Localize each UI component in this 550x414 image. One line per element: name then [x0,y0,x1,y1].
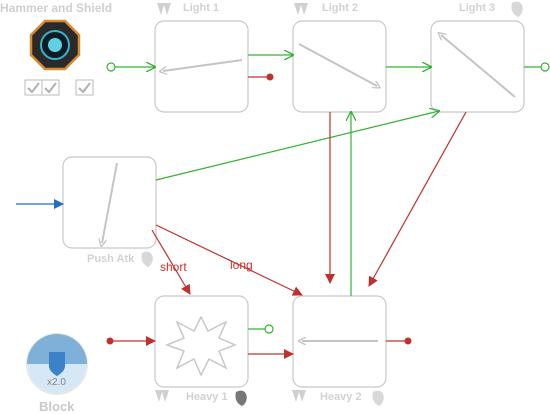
red-connections [106,73,467,359]
direction-arrow-icon [298,43,377,86]
edge-label-long: long [230,258,253,272]
node-label-light3: Light 3 [459,2,496,14]
burst-icon [164,315,237,377]
direction-arrow-icon [102,162,118,243]
node-label-light2: Light 2 [322,2,359,14]
diagram-title: Hammer and Shield [0,1,113,15]
checkbox-row [24,79,94,96]
block-label: Block [39,399,75,414]
node-label-push: Push Atk [87,253,135,265]
hit-icon [141,1,523,406]
direction-arrow-icon [163,59,243,71]
node-label-light1: Light 1 [183,2,220,14]
block-count: x2.0 [47,377,66,388]
node-label-heavy2: Heavy 2 [320,391,362,403]
direction-arrow-icon [441,35,516,98]
node-label-heavy1: Heavy 1 [186,391,228,403]
edge-label-short: short [160,260,187,274]
stance-icon [155,3,308,402]
green-connections [106,55,550,334]
block-shield-icon [26,333,88,395]
weapon-icon [29,19,81,71]
